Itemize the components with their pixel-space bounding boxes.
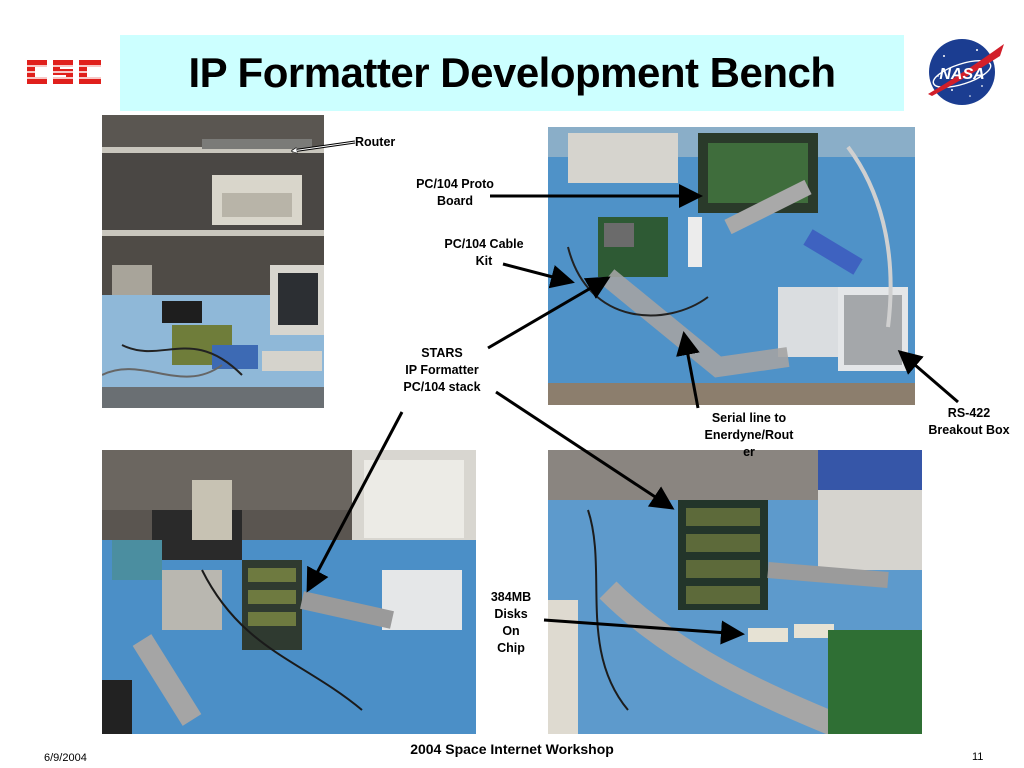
pc104-cable-label-line: PC/104 Cable: [444, 237, 524, 251]
disks-label-line: Chip: [497, 641, 525, 655]
stars-ip-formatter-label: STARS IP Formatter PC/104 stack: [386, 345, 498, 396]
pc104-cable-label-line: Kit: [475, 254, 493, 268]
stars-label-line: PC/104 stack: [403, 380, 481, 394]
serial-line-label: Serial line to Enerdyne/Rout er: [690, 410, 808, 461]
pc104-proto-label-line: PC/104 Proto: [416, 177, 494, 191]
stars-stack-closeup-photo: [548, 450, 922, 734]
proto-board-photo: [548, 127, 915, 405]
csc-logo-icon: [25, 60, 105, 84]
stars-label-line: STARS: [421, 346, 463, 360]
serial-label-line: er: [743, 445, 755, 459]
rs422-label-line: Breakout Box: [928, 423, 1010, 437]
disks-label-line: On: [502, 624, 520, 638]
stars-label-line: IP Formatter: [405, 363, 479, 377]
nasa-meatball-logo-icon: NASA: [928, 39, 1004, 105]
stars-stack-bench-photo: [102, 450, 476, 734]
serial-label-line: Enerdyne/Rout: [704, 428, 794, 442]
pc104-proto-board-label: PC/104 Proto Board: [402, 176, 508, 210]
router-label: Router: [355, 134, 415, 151]
footer-workshop-title: 2004 Space Internet Workshop: [410, 741, 614, 757]
disks-label-line: Disks: [494, 607, 528, 621]
router-label-text: Router: [355, 135, 396, 149]
title-banner: IP Formatter Development Bench: [120, 35, 904, 111]
rs422-label-line: RS-422: [947, 406, 991, 420]
serial-label-line: Serial line to: [711, 411, 787, 425]
pc104-proto-label-line: Board: [436, 194, 474, 208]
rs422-breakout-box-label: RS-422 Breakout Box: [914, 405, 1024, 439]
disks-label-line: 384MB: [490, 590, 532, 604]
footer-date: 6/9/2004: [44, 752, 87, 764]
bench-shelf-photo: [102, 115, 324, 408]
disks-on-chip-label: 384MB Disks On Chip: [478, 589, 544, 657]
slide-title: IP Formatter Development Bench: [188, 49, 836, 96]
footer-page-number: 11: [972, 751, 984, 763]
pc104-cable-kit-label: PC/104 Cable Kit: [430, 236, 538, 270]
nasa-logo-text: NASA: [939, 66, 984, 83]
